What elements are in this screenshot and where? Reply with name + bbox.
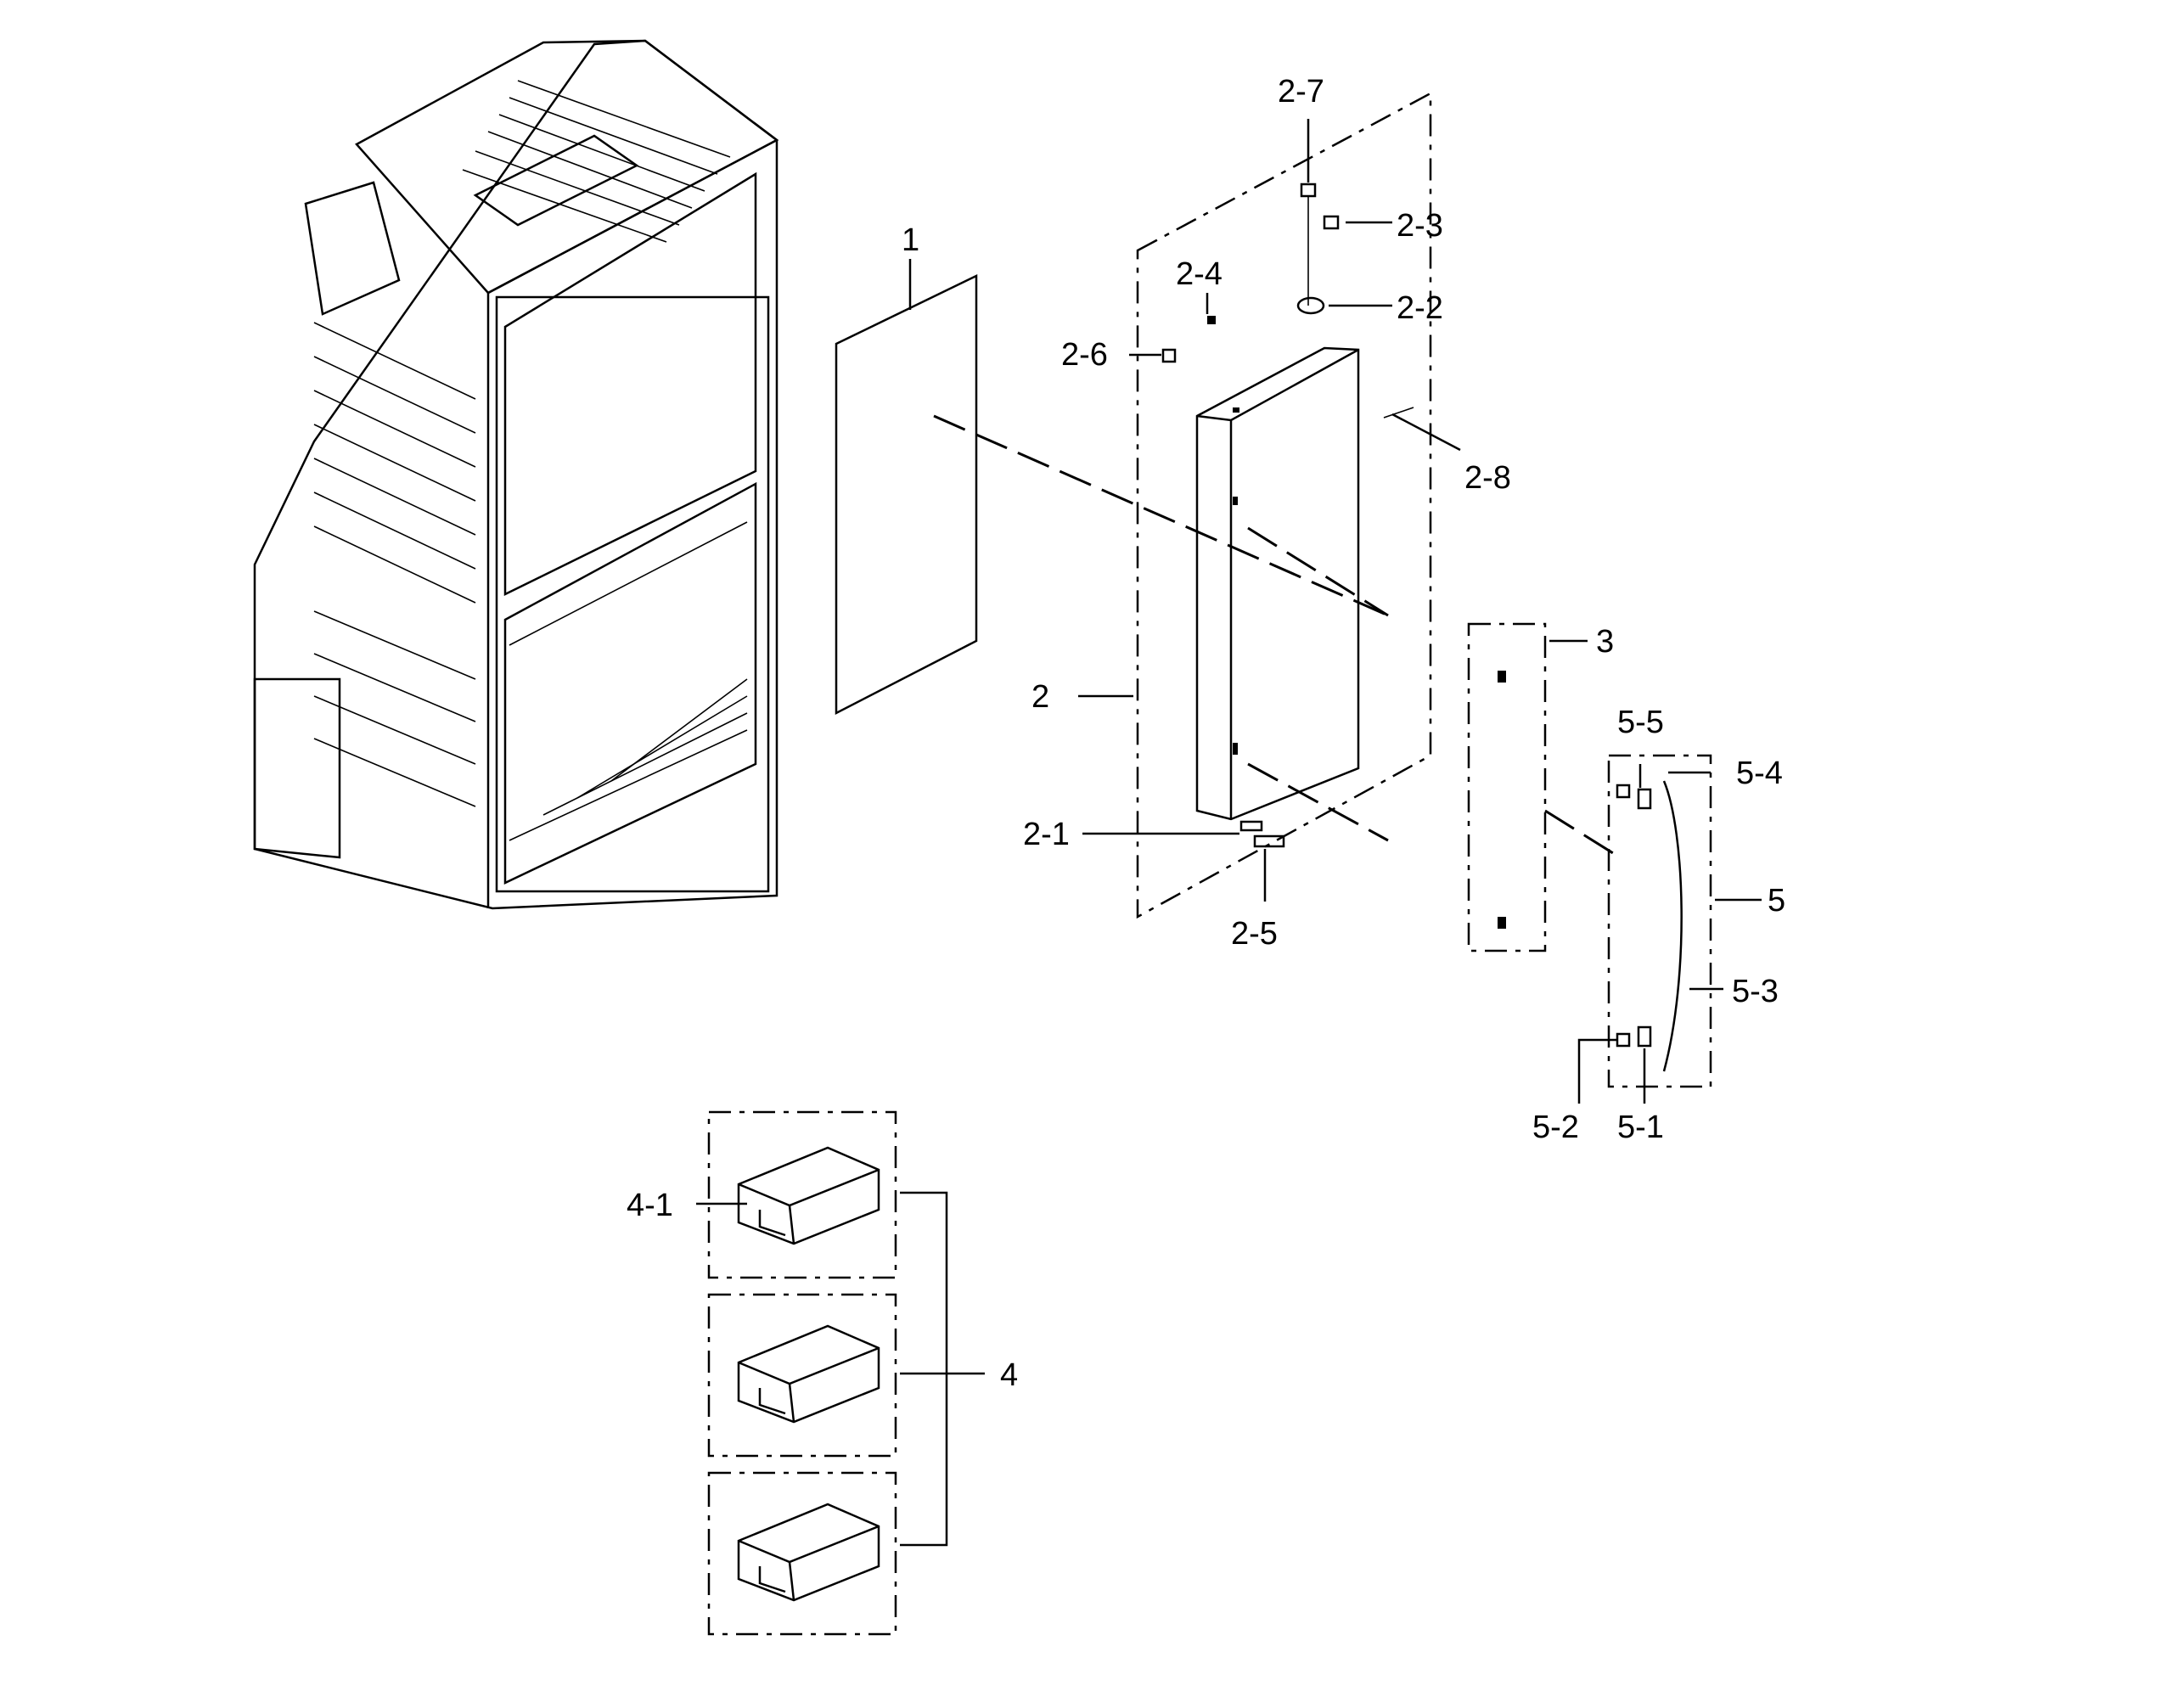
- door-panel-outline: [1467, 622, 1547, 952]
- handle-assembly-outline: [1607, 754, 1712, 1088]
- door-gasket: [835, 274, 978, 716]
- callout-4-1: 4-1: [627, 1188, 673, 1223]
- projection-line-handle: [1544, 809, 1614, 855]
- callout-2-5: 2-5: [1231, 916, 1278, 952]
- bin-box-1: [707, 1110, 897, 1279]
- projection-line-lower: [1247, 526, 1389, 617]
- callout-5-2: 5-2: [1532, 1110, 1579, 1145]
- callout-5-1: 5-1: [1617, 1110, 1664, 1145]
- callout-2: 2: [1031, 679, 1049, 715]
- callout-3: 3: [1596, 624, 1614, 660]
- refrigerator-cabinet: [253, 39, 779, 910]
- callout-2-2: 2-2: [1397, 290, 1443, 326]
- bin-box-2: [707, 1293, 897, 1458]
- door-bin-2: [737, 1324, 880, 1424]
- bin-box-3: [707, 1471, 897, 1636]
- freezer-door: [1195, 346, 1414, 821]
- callout-labels: 1 2 2-1 2-2 2-3 2-4 2-5 2-6 2-7 2-8 3 4 …: [627, 74, 1785, 1393]
- callout-5-5: 5-5: [1617, 705, 1664, 740]
- callout-5-4: 5-4: [1736, 756, 1783, 791]
- door-bin-1: [737, 1146, 880, 1245]
- callout-4: 4: [1000, 1357, 1018, 1393]
- callout-1: 1: [902, 222, 919, 258]
- hinge-parts: [1161, 183, 1340, 848]
- projection-line-bottom: [1247, 762, 1389, 842]
- callout-2-7: 2-7: [1278, 74, 1324, 110]
- callout-2-8: 2-8: [1464, 460, 1511, 496]
- projection-line-upper: [933, 414, 1389, 617]
- callout-2-4: 2-4: [1176, 256, 1223, 292]
- door-assembly-outline: [1136, 91, 1432, 919]
- door-bin-3: [737, 1503, 880, 1602]
- callout-5: 5: [1768, 883, 1785, 919]
- callout-2-3: 2-3: [1397, 208, 1443, 244]
- callout-5-3: 5-3: [1732, 974, 1779, 1009]
- callout-2-6: 2-6: [1061, 337, 1108, 373]
- leader-lines: [696, 119, 1762, 1205]
- bracket-4: [900, 1191, 948, 1547]
- door-handle: [1616, 780, 1683, 1072]
- callout-2-1: 2-1: [1023, 817, 1070, 852]
